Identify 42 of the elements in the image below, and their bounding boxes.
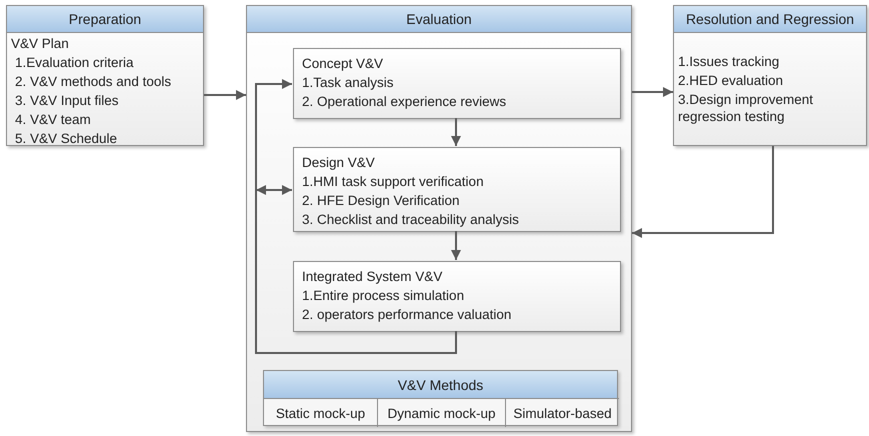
list-item: V&V Plan <box>11 35 70 52</box>
list-item: 2. V&V methods and tools <box>14 73 172 90</box>
arrow <box>204 90 246 100</box>
list-item: 3. V&V Input files <box>14 92 120 109</box>
arrow <box>632 146 774 238</box>
methods-table <box>263 370 618 426</box>
list-item: 2. HFE Design Verification <box>302 192 461 209</box>
table-cell <box>377 398 505 427</box>
panel-title: Resolution and Regression <box>686 11 854 27</box>
list-item: 4. V&V team <box>14 111 92 128</box>
cell-text: Dynamic mock-up <box>387 406 496 420</box>
list-item: 2. Operational experience reviews <box>302 93 508 110</box>
arrow <box>256 185 292 195</box>
process-box <box>293 48 621 119</box>
arrow <box>255 79 457 354</box>
box-title: Design V&V <box>302 154 376 171</box>
table-cell <box>505 398 619 427</box>
list-item: 1.HMI task support verification <box>302 173 485 190</box>
preparation-panel <box>6 5 204 146</box>
process-box <box>293 261 621 332</box>
box-title: Integrated System V&V <box>302 268 444 285</box>
panel-title: Evaluation <box>406 11 472 27</box>
process-box <box>293 147 621 232</box>
list-item: 1.Evaluation criteria <box>14 54 135 71</box>
cell-text: Simulator-based <box>513 406 612 420</box>
arrow <box>451 118 461 146</box>
evaluation-panel <box>246 5 632 432</box>
list-item: 2. operators performance valuation <box>302 306 512 323</box>
list-item: 1.Task analysis <box>302 74 395 91</box>
box-title: Concept V&V <box>302 55 384 72</box>
panel-title: Preparation <box>68 11 142 27</box>
resolution-panel <box>673 5 867 146</box>
arrow <box>632 87 673 97</box>
list-item: 5. V&V Schedule <box>14 130 118 147</box>
list-item: 3.Design improvement regression testing <box>678 91 814 125</box>
list-item: 3. Checklist and traceability analysis <box>302 211 520 228</box>
cell-text: Static mock-up <box>276 406 366 420</box>
list-item: 1.Entire process simulation <box>302 287 466 304</box>
list-item: 1.Issues tracking <box>678 53 780 70</box>
table-title: V&V Methods <box>398 376 484 392</box>
arrow <box>451 231 461 260</box>
list-item: 2.HED evaluation <box>678 72 784 89</box>
